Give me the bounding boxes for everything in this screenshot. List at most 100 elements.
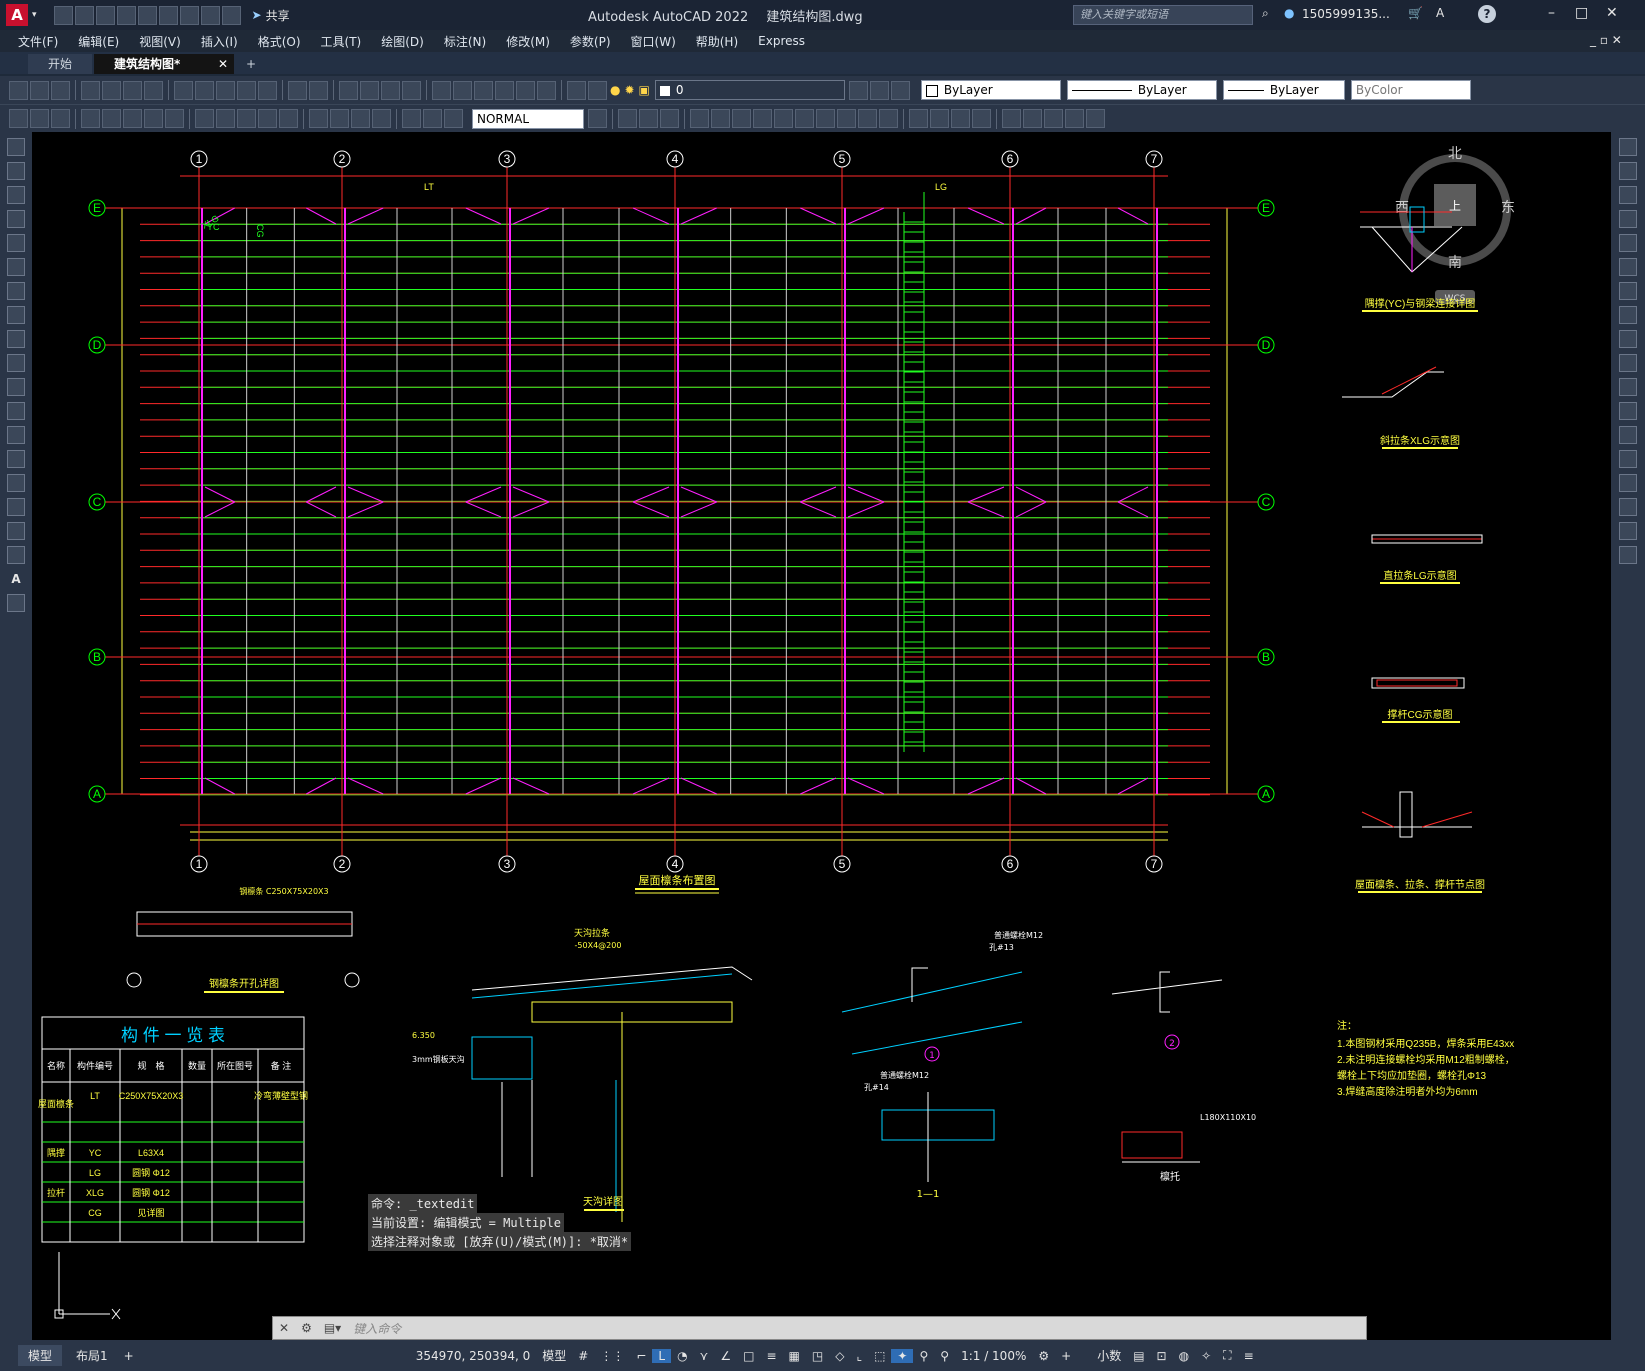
share-icon[interactable]: ➤ [251, 8, 262, 22]
ucs-icon[interactable] [618, 109, 637, 128]
sheet-set-icon[interactable] [495, 80, 514, 100]
dim-aligned-icon[interactable] [30, 109, 49, 128]
break-icon[interactable] [1619, 426, 1637, 444]
dim-style-icon[interactable] [588, 109, 607, 128]
render-icon[interactable] [951, 109, 970, 128]
extend-icon[interactable] [1619, 378, 1637, 396]
minimize-button[interactable]: – [1548, 5, 1555, 21]
compass-west[interactable]: 西 [1395, 200, 1409, 216]
close-tab-icon[interactable]: ✕ [217, 57, 229, 71]
add-selected-icon[interactable] [7, 594, 25, 612]
properties-icon[interactable] [432, 80, 451, 100]
dim-edit-icon[interactable] [402, 109, 421, 128]
doc-window-controls[interactable]: _ ▫ ✕ [1590, 33, 1622, 47]
pan-icon[interactable] [339, 80, 358, 100]
menu-file[interactable]: 文件(F) [18, 34, 59, 49]
ellipse-arc-icon[interactable] [7, 378, 25, 396]
wcs-menu[interactable]: WCS [1445, 294, 1466, 304]
new-icon[interactable] [9, 80, 28, 100]
new-file-icon[interactable] [53, 5, 73, 25]
rectangle-icon[interactable] [7, 234, 25, 252]
search-icon[interactable]: ⌕ [1262, 6, 1269, 20]
lock-ui-icon[interactable]: ⊡ [1156, 1348, 1167, 1363]
tab-start[interactable]: 开始 [28, 54, 93, 74]
color-combo[interactable]: ByLayer [920, 80, 1061, 100]
ucs-face-icon[interactable] [690, 109, 709, 128]
menu-parametric[interactable]: 参数(P) [569, 34, 611, 49]
dynamic-ucs-icon[interactable]: ⌞ [856, 1348, 863, 1363]
annotation-scale[interactable]: 1:1 / 100% [961, 1348, 1027, 1363]
center-mark-icon[interactable] [330, 109, 349, 128]
customization-icon[interactable]: ≡ [1243, 1348, 1254, 1363]
clean-screen-icon[interactable]: ⛶ [1223, 1348, 1232, 1362]
3d-osnap-icon[interactable]: ◇ [835, 1348, 845, 1363]
compass-north[interactable]: 北 [1448, 146, 1462, 162]
menu-help[interactable]: 帮助(H) [695, 34, 739, 49]
viewcube[interactable]: 上 北 南 东 西 WCS [1395, 146, 1515, 304]
ucs-object-icon[interactable] [711, 109, 730, 128]
table-icon[interactable] [7, 546, 25, 564]
annotation-monitor-icon[interactable]: + [1061, 1348, 1072, 1363]
snap-icon[interactable]: ⋮⋮ [600, 1348, 625, 1363]
chamfer-icon[interactable] [1619, 474, 1637, 492]
arc-icon[interactable] [7, 258, 25, 276]
layer-lock-icon[interactable]: ▣ [638, 83, 650, 97]
tool-palettes-icon[interactable] [474, 80, 493, 100]
units-selector[interactable]: 小数 [1097, 1349, 1122, 1363]
dim-update-icon[interactable] [444, 109, 463, 128]
maximize-button[interactable]: □ [1575, 5, 1589, 21]
ucs-zaxis-icon[interactable] [774, 109, 793, 128]
zoom-realtime-icon[interactable] [360, 80, 379, 100]
help-icon[interactable]: ? [1478, 5, 1496, 23]
redo-icon[interactable] [221, 5, 241, 25]
autodesk-app-icon[interactable]: A [1436, 6, 1445, 20]
inspection-icon[interactable] [351, 109, 370, 128]
menu-draw[interactable]: 绘图(D) [381, 34, 424, 49]
make-current-layer-icon[interactable] [848, 80, 868, 100]
layer-properties-icon[interactable] [588, 80, 607, 100]
drawing-canvas[interactable]: 1 2 3 4 5 6 7 1 2 3 4 5 6 7 E D C B A E … [32, 132, 1611, 1340]
web-open-icon[interactable] [137, 5, 157, 25]
annotation-scale-icon[interactable]: ⚲ [940, 1348, 950, 1363]
menu-view[interactable]: 视图(V) [139, 34, 181, 49]
customize-icon[interactable]: ⚙ [301, 1321, 312, 1335]
circle-icon[interactable] [7, 282, 25, 300]
search-input[interactable]: 键入关键字或短语 [1073, 5, 1253, 25]
recent-commands-icon[interactable]: ▤▾ [323, 1321, 342, 1335]
menu-dimension[interactable]: 标注(N) [443, 34, 487, 49]
point-icon[interactable] [7, 450, 25, 468]
menu-express[interactable]: Express [758, 34, 805, 48]
layer-previous-icon[interactable] [869, 80, 889, 100]
lineweight-combo[interactable]: ByLayer [1222, 80, 1345, 100]
open-file-icon[interactable] [74, 5, 94, 25]
menu-format[interactable]: 格式(O) [257, 34, 301, 49]
plot-icon[interactable] [81, 80, 100, 100]
match-properties-icon[interactable] [237, 80, 256, 100]
menu-insert[interactable]: 插入(I) [200, 34, 238, 49]
jogged-linear-icon[interactable] [372, 109, 391, 128]
save-icon[interactable] [95, 5, 115, 25]
fillet-icon[interactable] [1619, 498, 1637, 516]
dim-break-icon[interactable] [279, 109, 298, 128]
selection-cycling-icon[interactable]: ◳ [811, 1348, 824, 1363]
quick-dim-icon[interactable] [195, 109, 214, 128]
dim-diameter-icon[interactable] [144, 109, 163, 128]
app-menu-dropdown-icon[interactable]: ▾ [32, 10, 37, 20]
block-editor-icon[interactable] [258, 80, 277, 100]
dim-radius-icon[interactable] [102, 109, 121, 128]
undo-icon[interactable] [288, 80, 307, 100]
dimstyle-combo[interactable]: NORMAL [472, 108, 584, 129]
line-icon[interactable] [7, 138, 25, 156]
named-views-icon[interactable] [972, 109, 991, 128]
array-icon[interactable] [1619, 234, 1637, 252]
menu-edit[interactable]: 编辑(E) [78, 34, 120, 49]
new-layout-button[interactable]: + [123, 1348, 134, 1363]
ucs-y-icon[interactable] [837, 109, 856, 128]
zoom-previous-icon[interactable] [402, 80, 421, 100]
zoom-window-icon[interactable] [381, 80, 400, 100]
osnap-icon[interactable]: □ [743, 1348, 755, 1363]
move-icon[interactable] [1619, 258, 1637, 276]
dim-angular-icon[interactable] [165, 109, 184, 128]
explode-icon[interactable] [1619, 546, 1637, 564]
autocad-logo[interactable]: A [6, 4, 28, 26]
